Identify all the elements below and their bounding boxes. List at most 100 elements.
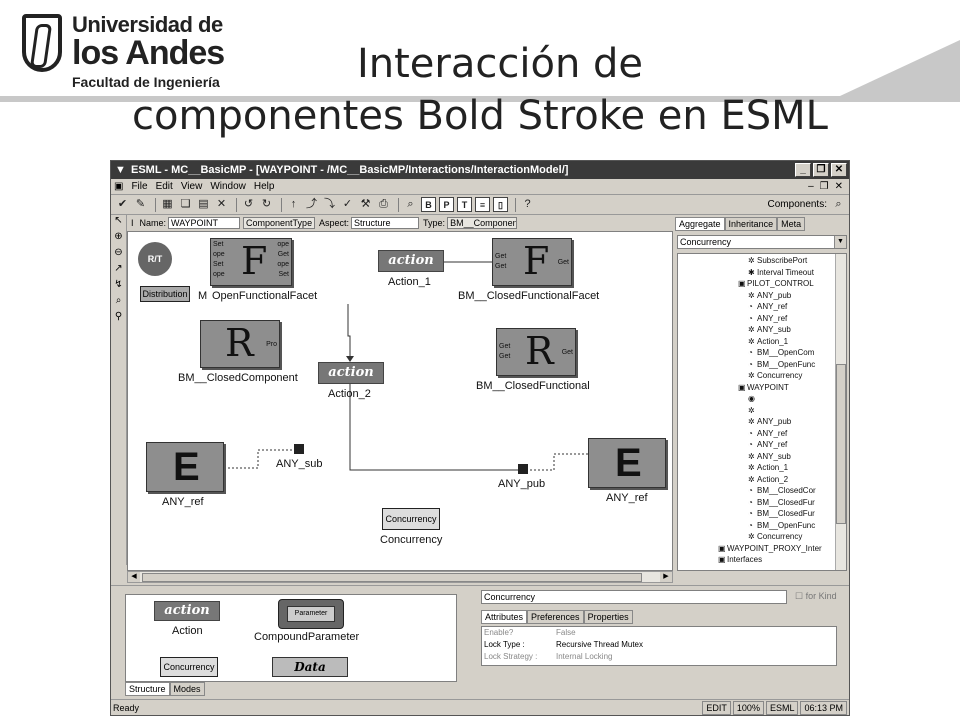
attribute-object-name[interactable]: Concurrency (481, 590, 787, 604)
attribute-row[interactable]: Lock Strategy : Internal Locking (482, 651, 836, 663)
tree-item[interactable]: ◔ANY_ref (748, 440, 787, 449)
tree-item[interactable]: ▣Interfaces (718, 555, 762, 564)
tree-item[interactable]: ◔ANY_ref (748, 314, 787, 323)
chevron-down-icon[interactable]: ▼ (834, 236, 846, 248)
scroll-thumb[interactable] (142, 573, 642, 582)
tree-item[interactable]: ✲Action_2 (748, 475, 788, 484)
attribute-row[interactable]: Lock Type : Recursive Thread Mutex (482, 639, 836, 651)
part-parameter[interactable]: Parameter (278, 599, 344, 629)
tree-item[interactable]: ✲Action_1 (748, 337, 788, 346)
closed-functional-facet-block[interactable]: Get Get F Get (492, 238, 572, 286)
visualize-icon[interactable]: ⌕ (115, 295, 122, 306)
closed-functional-block[interactable]: Get Get R Get (496, 328, 576, 376)
view-p-icon[interactable]: P (439, 197, 454, 212)
scroll-left-icon[interactable]: ◀ (128, 572, 140, 582)
attribute-row[interactable]: Enable? False (482, 627, 836, 639)
menu-file[interactable]: File (131, 181, 148, 192)
event-block-left[interactable]: E (146, 442, 224, 492)
check-icon[interactable]: ✔ (117, 198, 128, 210)
tree-item[interactable]: ▣PILOT_CONTROL (738, 279, 814, 288)
close-button[interactable]: ✕ (831, 163, 847, 177)
model-canvas[interactable]: R/T Distribution Set ope Set ope F ope G… (127, 231, 673, 571)
tree-item[interactable]: ◔BM__ClosedCor (748, 486, 816, 495)
tab-inheritance[interactable]: Inheritance (724, 217, 778, 231)
set-mode-icon[interactable]: ⚲ (114, 311, 123, 322)
tab-modes[interactable]: Modes (169, 682, 205, 696)
tree-item[interactable]: ✲ANY_pub (748, 291, 791, 300)
tab-meta[interactable]: Meta (777, 217, 806, 231)
tree-item[interactable]: ✲Action_1 (748, 463, 788, 472)
connect-mode-icon[interactable]: ↗ (114, 263, 123, 274)
part-concurrency[interactable]: Concurrency (160, 657, 218, 677)
tree-item[interactable]: ◔ANY_ref (748, 302, 787, 311)
connect2-icon[interactable]: ⤵ (324, 198, 335, 210)
tree-item[interactable]: ▣WAYPOINT (738, 383, 789, 392)
save-icon[interactable]: ▦ (162, 198, 173, 210)
any-sub-port-icon[interactable] (294, 444, 304, 454)
tab-preferences[interactable]: Preferences (527, 610, 584, 624)
closed-component-block[interactable]: R Pro (200, 320, 280, 368)
doc-close-button[interactable]: ✕ (834, 181, 843, 192)
menu-help[interactable]: Help (253, 181, 275, 192)
tree-item[interactable]: ▣WAYPOINT_PROXY_Inter (718, 544, 822, 553)
tree-item[interactable]: ✲ (748, 406, 757, 415)
copy-icon[interactable]: ❏ (180, 198, 191, 210)
print-icon[interactable]: ⎙ (379, 198, 388, 210)
tree-item[interactable]: ✲Concurrency (748, 532, 802, 541)
connect-icon[interactable]: ⤴ (306, 198, 317, 210)
pointer-icon[interactable]: ↑ (290, 198, 297, 210)
distribution-box[interactable]: Distribution (140, 286, 190, 302)
browser-filter-select[interactable]: Concurrency ▼ (677, 235, 847, 249)
event-block-right[interactable]: E (588, 438, 666, 488)
restore-button[interactable]: ❐ (813, 163, 829, 177)
tree-item[interactable]: ◔BM__OpenFunc (748, 521, 815, 530)
help-icon[interactable]: ? (524, 198, 531, 210)
paste-icon[interactable]: ▤ (198, 198, 209, 210)
view-t-icon[interactable]: T (457, 197, 472, 212)
tree-item[interactable]: ✲ANY_sub (748, 452, 791, 461)
concurrency-block[interactable]: Concurrency (382, 508, 440, 530)
tree-vertical-scrollbar[interactable] (835, 254, 846, 570)
components-search-icon[interactable]: ⌕ (835, 198, 842, 210)
disconnect-mode-icon[interactable]: ↯ (114, 279, 123, 290)
tab-aggregate[interactable]: Aggregate (675, 217, 725, 231)
doc-restore-button[interactable]: ❐ (819, 181, 829, 192)
redo-icon[interactable]: ↻ (261, 198, 272, 210)
model-tree[interactable]: ▣Interfaces ▣WAYPOINT_PROXY_Inter ✲Concurr… (677, 253, 847, 571)
part-action[interactable]: action (154, 601, 220, 621)
zoom-out-icon[interactable]: ⊖ (114, 247, 123, 258)
canvas-horizontal-scrollbar[interactable]: ◀ ▶ (127, 571, 673, 583)
tree-item[interactable]: ◔BM__ClosedFur (748, 498, 815, 507)
any-pub-port-icon[interactable] (518, 464, 528, 474)
menu-view[interactable]: View (180, 181, 203, 192)
doc-minimize-button[interactable]: – (808, 181, 814, 192)
tree-item[interactable]: ✲ANY_sub (748, 325, 791, 334)
edit-icon[interactable]: ✎ (135, 198, 146, 210)
menu-edit[interactable]: Edit (155, 181, 173, 192)
tree-item[interactable]: ◔BM__OpenCom (748, 348, 814, 357)
menu-window[interactable]: Window (210, 181, 246, 192)
minimize-button[interactable]: _ (795, 163, 811, 177)
tree-item[interactable]: ◔BM__ClosedFur (748, 509, 815, 518)
scroll-thumb[interactable] (836, 364, 846, 524)
tree-item[interactable]: ✲ANY_pub (748, 417, 791, 426)
tab-properties[interactable]: Properties (583, 610, 633, 624)
tree-item[interactable]: ✱Interval Timeout (748, 268, 814, 277)
tree-item[interactable]: ◉ (748, 394, 757, 403)
action-2-block[interactable]: action (318, 362, 384, 384)
aspect-select[interactable]: Structure (351, 216, 420, 229)
scroll-right-icon[interactable]: ▶ (660, 572, 672, 582)
hammer-icon[interactable]: ⚒ (360, 198, 371, 210)
part-data[interactable]: Data (272, 657, 348, 677)
tree-item[interactable]: ✲SubscribePort (748, 256, 807, 265)
name-field[interactable]: WAYPOINT (168, 216, 241, 229)
view-b-icon[interactable]: B (421, 197, 436, 212)
tree-item[interactable]: ✲Concurrency (748, 371, 802, 380)
tab-structure[interactable]: Structure (125, 682, 170, 696)
undo-icon[interactable]: ↺ (243, 198, 254, 210)
zoom-in-icon[interactable]: ⊕ (114, 231, 123, 242)
view-list-icon[interactable]: ≡ (475, 197, 490, 212)
view-split-icon[interactable]: ▯ (493, 197, 508, 212)
select-mode-icon[interactable]: ↖ (114, 215, 123, 226)
action-1-block[interactable]: action (378, 250, 444, 272)
